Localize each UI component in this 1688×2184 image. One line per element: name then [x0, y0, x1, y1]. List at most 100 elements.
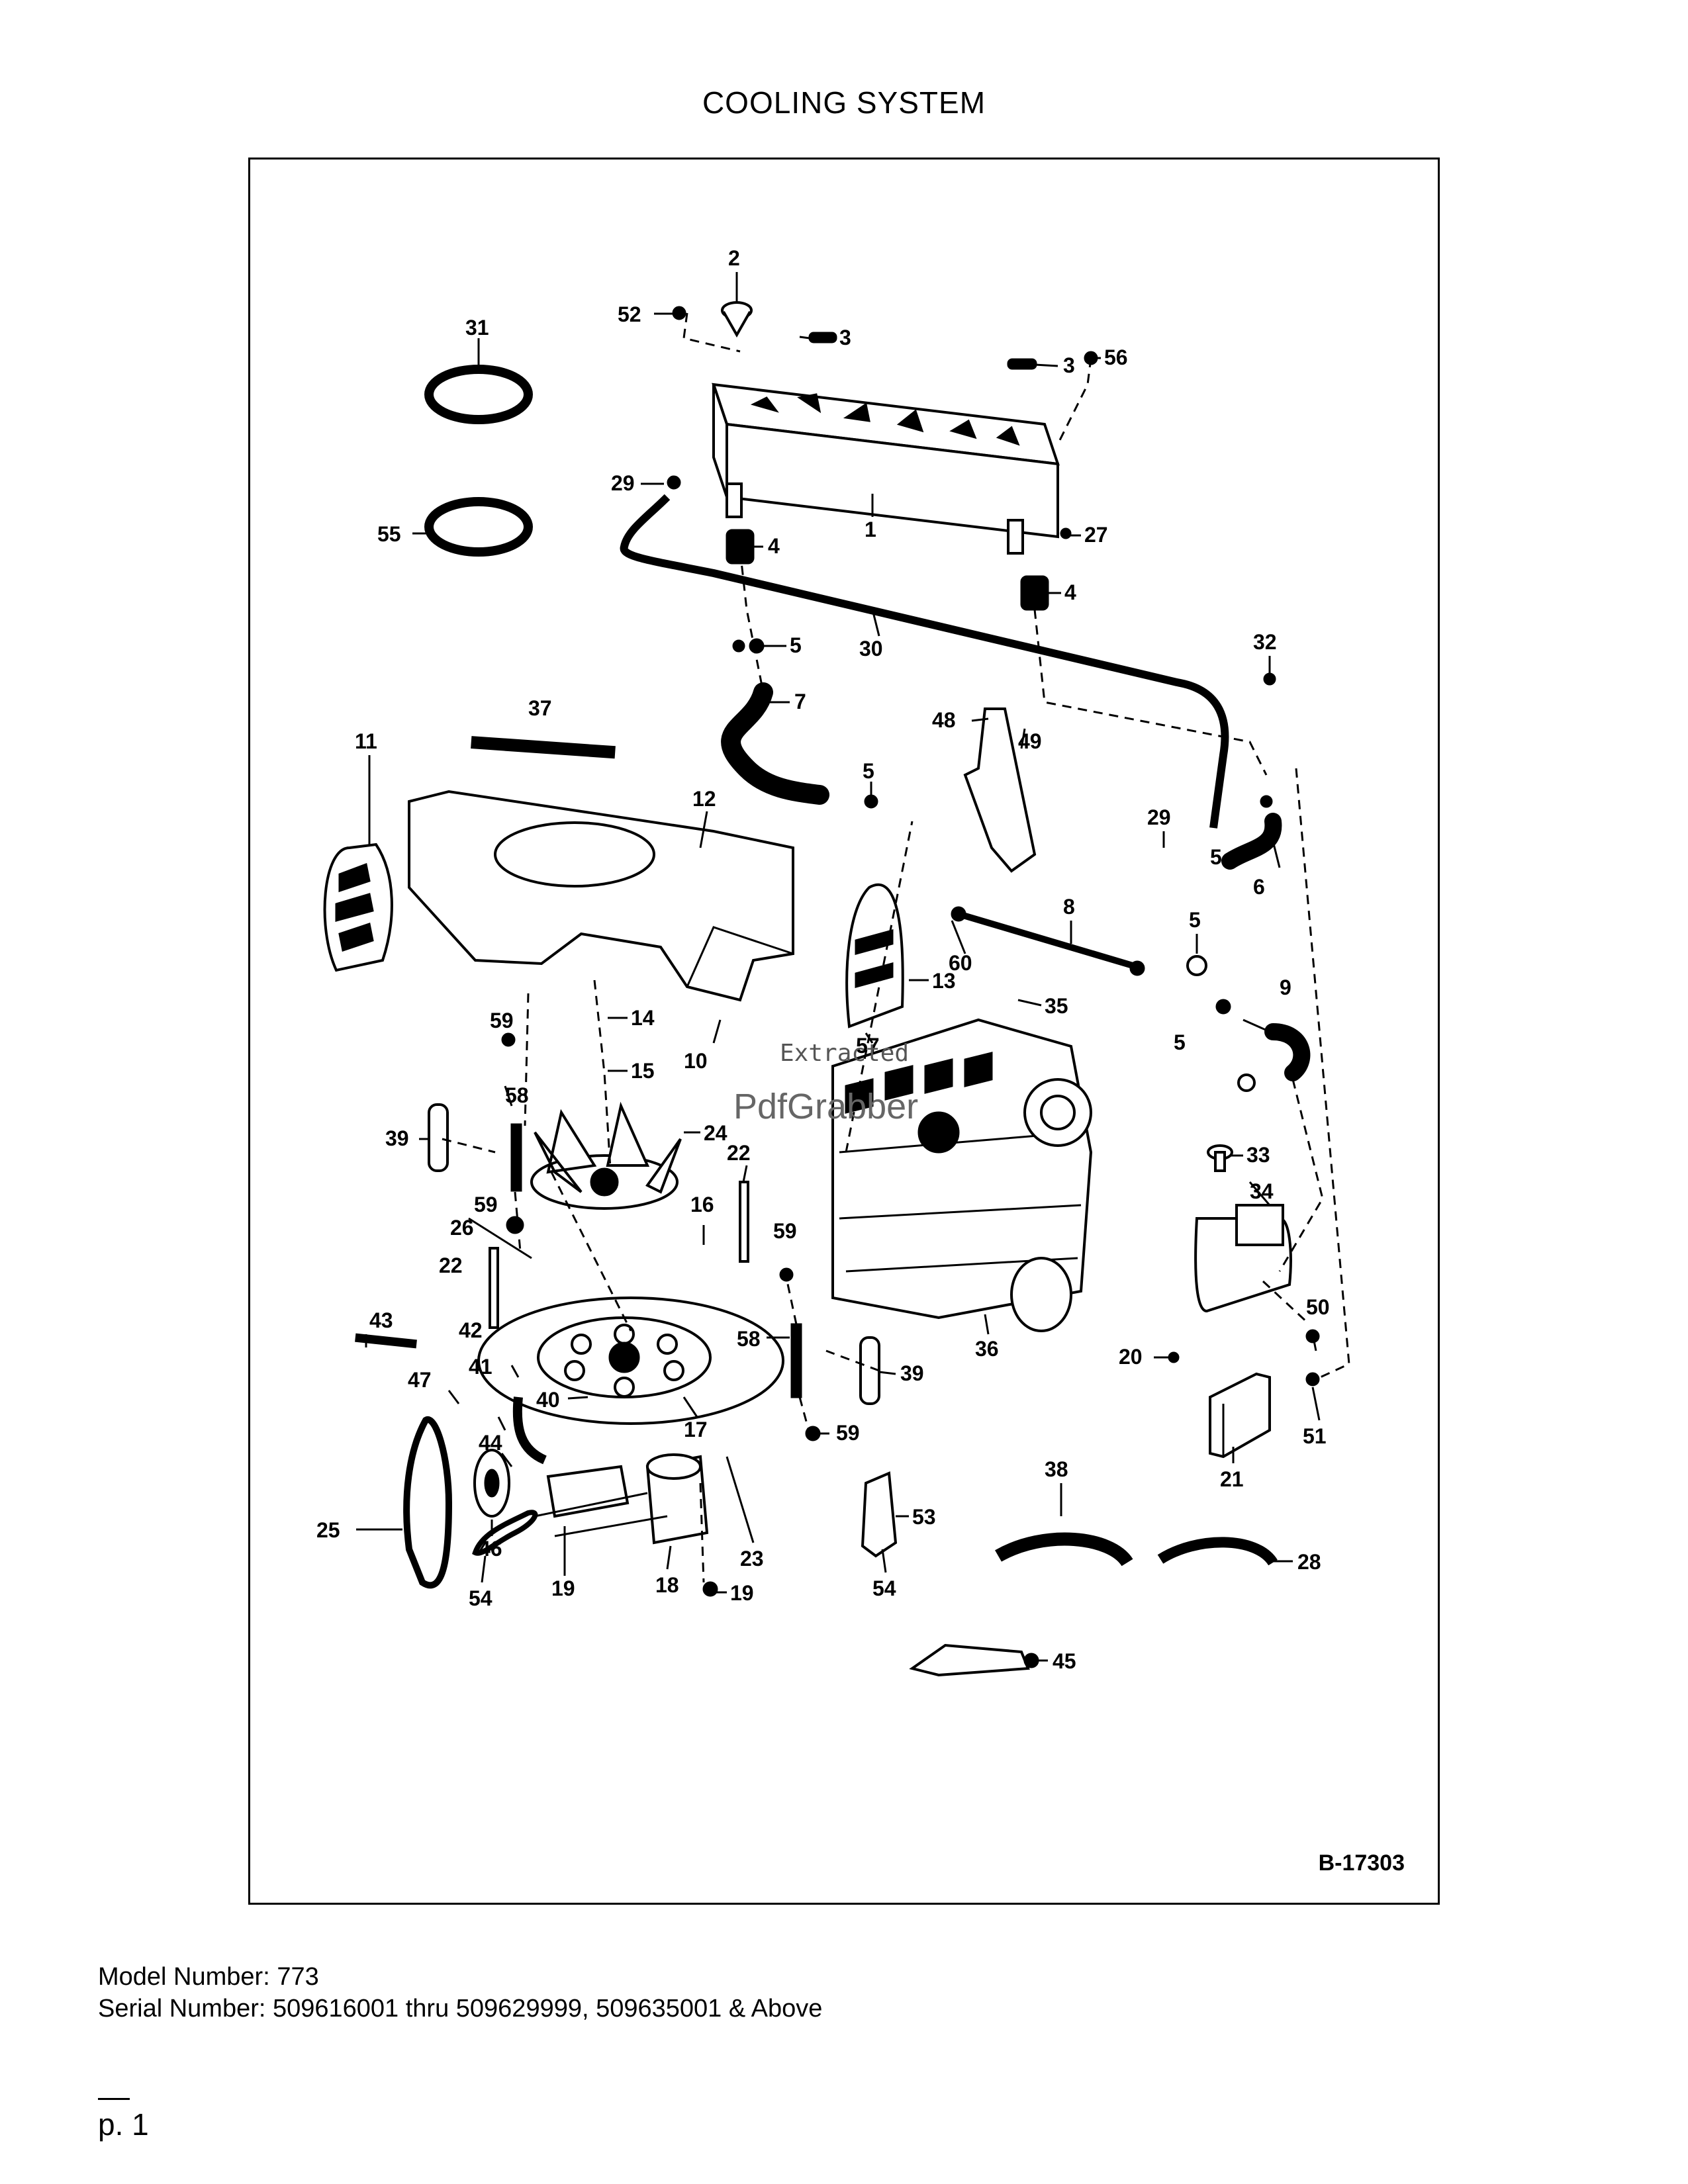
- callout-41: 41: [469, 1355, 492, 1379]
- seal-part: [995, 1532, 1133, 1567]
- callout-60: 60: [949, 951, 972, 975]
- callout-59: 59: [490, 1009, 514, 1032]
- callout-52: 52: [618, 302, 641, 326]
- fan-drive-plate-part: [477, 1297, 784, 1425]
- fan-shroud-part: [408, 790, 794, 1002]
- callout-33: 33: [1246, 1143, 1270, 1167]
- nut-part: [702, 1581, 718, 1597]
- callout-53: 53: [912, 1505, 936, 1529]
- model-number: Model Number: 773: [98, 1963, 319, 1991]
- callout-8: 8: [1063, 895, 1075, 919]
- callout-22: 22: [727, 1141, 751, 1165]
- callout-5: 5: [863, 759, 874, 783]
- bolt-part: [355, 1333, 417, 1349]
- hose-clamp-part: [1237, 1073, 1256, 1092]
- callout-32: 32: [1253, 630, 1277, 654]
- seal-part: [1157, 1537, 1278, 1566]
- radiator-cap-part: [721, 301, 753, 338]
- callout-6: 6: [1253, 875, 1265, 899]
- callout-59: 59: [836, 1421, 860, 1445]
- strap-part: [510, 1123, 522, 1192]
- clamp-part: [1007, 358, 1037, 370]
- nut-part: [779, 1267, 794, 1282]
- mount-part: [1020, 575, 1049, 611]
- nut-part: [1168, 1351, 1180, 1363]
- hose-clamp-part: [1260, 795, 1273, 808]
- tank-bracket-part: [1209, 1372, 1271, 1459]
- hose-coil-part: [424, 365, 533, 557]
- callout-5: 5: [1174, 1030, 1186, 1054]
- hose-clamp-part: [864, 794, 878, 809]
- callout-56: 56: [1104, 345, 1128, 369]
- rod-part: [489, 1247, 499, 1329]
- callout-3: 3: [1063, 353, 1075, 377]
- grille-part: [323, 842, 393, 972]
- bolt-part: [1060, 527, 1072, 539]
- callout-28: 28: [1297, 1550, 1321, 1574]
- engine-part: [831, 1018, 1093, 1332]
- callout-59: 59: [474, 1193, 498, 1216]
- callout-49: 49: [1018, 729, 1042, 753]
- callout-48: 48: [932, 708, 956, 732]
- callout-12: 12: [692, 787, 716, 811]
- watermark-logo-text: PdfGrabber: [733, 1087, 919, 1126]
- callout-44: 44: [479, 1431, 502, 1455]
- callout-36: 36: [975, 1337, 999, 1361]
- exploded-parts-diagram: 2 52 3 3 31 56 29 1 55 27 4 4 5 30 32 7 …: [316, 246, 1350, 1677]
- bracket-part: [861, 1471, 898, 1558]
- callout-9: 9: [1280, 976, 1291, 999]
- callout-13: 13: [932, 969, 956, 993]
- callout-54: 54: [872, 1576, 896, 1600]
- callout-31: 31: [465, 316, 489, 340]
- callout-29: 29: [611, 471, 635, 495]
- hose-clamp-part: [1186, 955, 1207, 976]
- callout-51: 51: [1303, 1424, 1327, 1448]
- drawing-number: B-17303: [1318, 1850, 1405, 1876]
- callout-1: 1: [865, 518, 876, 541]
- nut-part: [506, 1216, 524, 1234]
- callout-7: 7: [794, 690, 806, 713]
- callout-25: 25: [316, 1518, 340, 1542]
- callout-5: 5: [1189, 908, 1201, 932]
- nut-part: [1305, 1372, 1320, 1387]
- strap-part: [790, 1323, 802, 1398]
- callout-18: 18: [655, 1573, 679, 1597]
- callout-2: 2: [728, 246, 740, 270]
- diagram-frame: 2 52 3 3 31 56 29 1 55 27 4 4 5 30 32 7 …: [248, 158, 1440, 1905]
- callout-59: 59: [773, 1219, 797, 1243]
- pulley-part: [473, 1449, 510, 1518]
- callout-30: 30: [859, 637, 883, 660]
- water-pump-part: [534, 1453, 709, 1545]
- callout-50: 50: [1306, 1295, 1330, 1319]
- footer-info: Model Number: 773 Serial Number: 5096160…: [98, 1961, 822, 2025]
- callout-54: 54: [469, 1586, 492, 1610]
- drive-belt-part: [403, 1416, 453, 1589]
- side-grille-part: [845, 883, 904, 1028]
- callout-27: 27: [1084, 523, 1108, 547]
- fan-part: [530, 1101, 682, 1210]
- callout-3: 3: [839, 326, 851, 349]
- leader-lines: [356, 272, 1321, 1662]
- page-number: p. 1: [98, 2107, 149, 2142]
- page-rule: [98, 2098, 130, 2100]
- callout-5: 5: [1210, 845, 1222, 869]
- callout-labels: 2 52 3 3 31 56 29 1 55 27 4 4 5 30 32 7 …: [316, 246, 1330, 1673]
- callout-42: 42: [459, 1318, 483, 1342]
- callout-17: 17: [684, 1418, 708, 1441]
- callout-58: 58: [737, 1327, 761, 1351]
- callout-15: 15: [631, 1059, 655, 1083]
- callout-47: 47: [408, 1368, 432, 1392]
- bolt-part: [732, 639, 745, 653]
- clamp-part: [808, 332, 837, 343]
- strap-part: [428, 1103, 449, 1172]
- callout-20: 20: [1119, 1345, 1143, 1369]
- bolt-part: [672, 306, 686, 320]
- callout-57: 57: [856, 1034, 880, 1058]
- callout-40: 40: [536, 1388, 560, 1412]
- callout-55: 55: [377, 522, 401, 546]
- hose-clamp-part: [1215, 999, 1231, 1015]
- radiator-part: [712, 383, 1060, 555]
- assembly-lines: [442, 312, 1350, 1583]
- nut-part: [501, 1032, 516, 1047]
- sealant-tube-part: [909, 1643, 1030, 1677]
